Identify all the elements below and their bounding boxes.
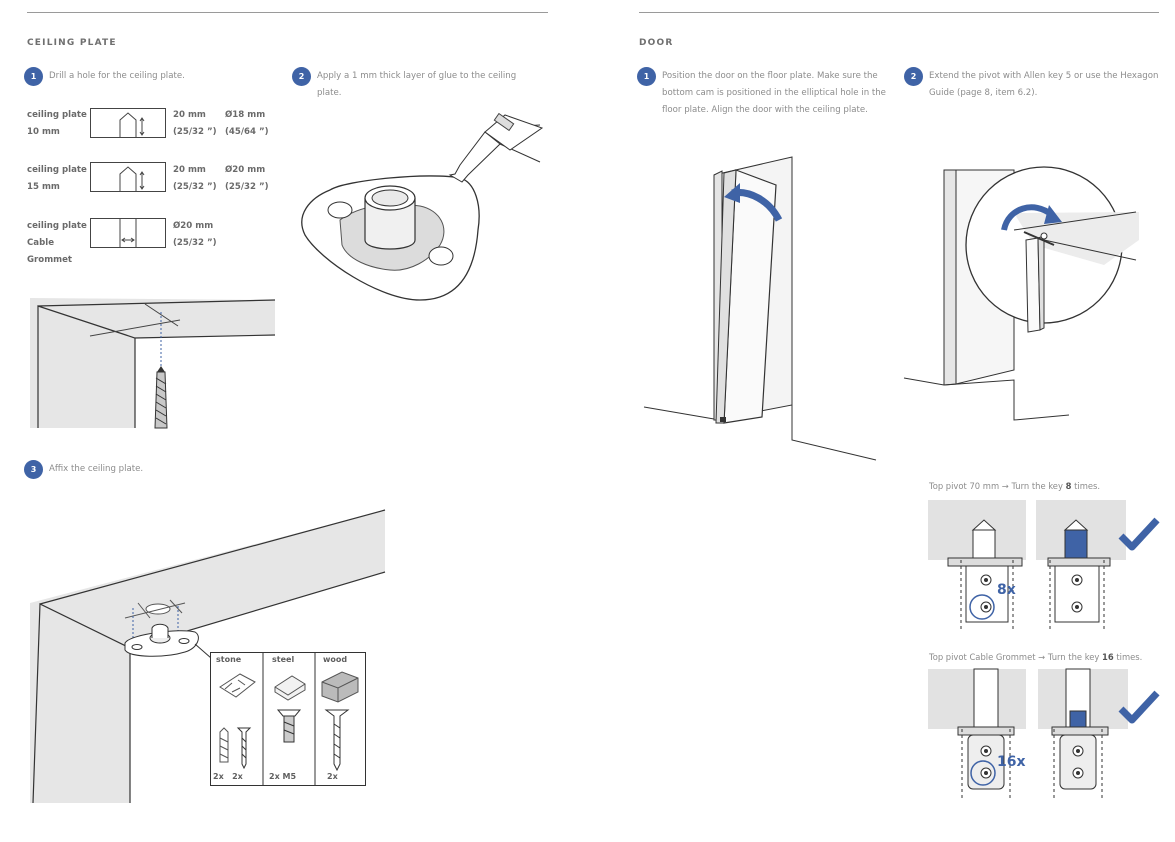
step-2-text: Apply a 1 mm thick layer of glue to the … bbox=[317, 71, 517, 98]
spec-1-depth: 20 mm(25/32 ”) bbox=[173, 110, 217, 137]
fastener-header-steel: steel bbox=[272, 655, 295, 664]
hole-diagram-10mm bbox=[90, 108, 166, 138]
pivot-cable-before bbox=[928, 668, 1026, 801]
pivot-70-after bbox=[1036, 500, 1126, 632]
pivot-cable-after bbox=[1038, 668, 1128, 801]
door-position-illustration bbox=[643, 156, 877, 461]
fastener-count-stone: 2x 2x bbox=[213, 772, 243, 781]
door-step-1-text: Position the door on the floor plate. Ma… bbox=[662, 71, 886, 115]
spec-2-diameter: Ø20 mm(25/32 ”) bbox=[225, 165, 269, 192]
spec-3-depth: Ø20 mm(25/32 ”) bbox=[173, 221, 217, 248]
hole-diagram-cable-grommet bbox=[90, 218, 166, 248]
drilling-illustration bbox=[30, 298, 276, 429]
fastener-table bbox=[210, 652, 366, 786]
glue-illustration bbox=[301, 112, 544, 301]
spec-1-diameter: Ø18 mm(45/64 ”) bbox=[225, 110, 269, 137]
step-3-badge: 3 bbox=[24, 460, 43, 479]
pivot-70-before bbox=[928, 500, 1026, 632]
fastener-count-steel: 2x M5 bbox=[269, 772, 297, 781]
step-2-badge: 2 bbox=[292, 67, 311, 86]
spec-2-depth: 20 mm(25/32 ”) bbox=[173, 165, 217, 192]
checkmark-icon-2 bbox=[1118, 690, 1160, 724]
top-rule-right bbox=[639, 12, 1159, 13]
top-rule-left bbox=[27, 12, 548, 13]
ceiling-plate-title: CEILING PLATE bbox=[27, 38, 117, 48]
fastener-count-wood: 2x bbox=[327, 772, 338, 781]
pivot-70-caption: Top pivot 70 mm → Turn the key 8 times. bbox=[929, 481, 1101, 491]
door-title: DOOR bbox=[639, 38, 674, 48]
hole-diagram-15mm bbox=[90, 162, 166, 192]
step-1-text: Drill a hole for the ceiling plate. bbox=[49, 71, 185, 81]
fastener-header-wood: wood bbox=[323, 655, 348, 664]
pivot-cable-caption: Top pivot Cable Grommet → Turn the key 1… bbox=[929, 652, 1143, 662]
affix-illustration bbox=[30, 509, 386, 804]
step-3-text: Affix the ceiling plate. bbox=[49, 464, 144, 474]
pivot-cable-badge: 16x bbox=[997, 754, 1026, 770]
pivot-70-badge: 8x bbox=[997, 582, 1016, 598]
door-step-2-text: Extend the pivot with Allen key 5 or use… bbox=[929, 71, 1159, 98]
checkmark-icon bbox=[1118, 517, 1160, 551]
door-step-1-badge: 1 bbox=[637, 67, 656, 86]
door-step-2-badge: 2 bbox=[904, 67, 923, 86]
step-1-badge: 1 bbox=[24, 67, 43, 86]
pivot-extend-illustration bbox=[903, 166, 1139, 421]
fastener-header-stone: stone bbox=[216, 655, 242, 664]
